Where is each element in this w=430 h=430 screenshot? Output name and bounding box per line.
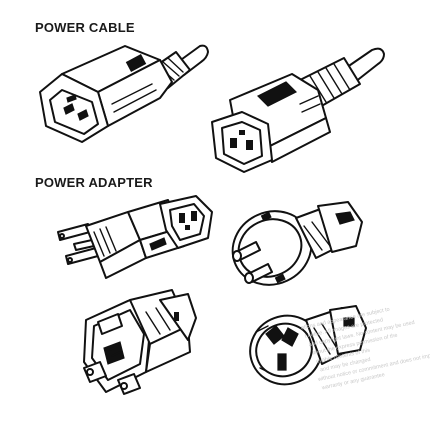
- power-adapter-heading: POWER ADAPTER: [35, 175, 153, 190]
- uk-plug-adapter-icon: [83, 289, 197, 395]
- schuko-plug-adapter-icon: [231, 201, 363, 286]
- iec-c13-connector-icon: [211, 47, 385, 173]
- us-plug-adapter-icon: [57, 195, 213, 279]
- au-plug-adapter-icon: [249, 305, 367, 386]
- power-cable-heading: POWER CABLE: [35, 20, 135, 35]
- iec-c14-plug-icon: [39, 44, 209, 143]
